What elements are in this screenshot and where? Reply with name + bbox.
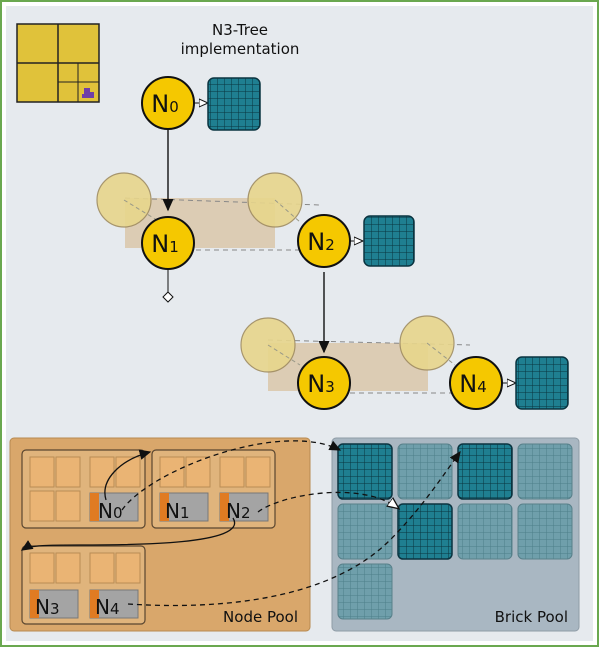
brick-n0 bbox=[207, 77, 261, 131]
tree-node-n2-label: N bbox=[307, 228, 325, 256]
tree-node-n0-label: N bbox=[151, 90, 169, 118]
tree-node-n4: N4 bbox=[449, 356, 503, 410]
node-tile-group-1 bbox=[151, 449, 276, 529]
title-line-1: N3-Tree bbox=[212, 21, 268, 39]
brick-pool-label: Brick Pool bbox=[495, 608, 568, 626]
tree-node-n2: N2 bbox=[297, 214, 351, 268]
tree-node-n3-sub: 3 bbox=[325, 378, 335, 396]
tree-node-n3-label: N bbox=[307, 370, 325, 398]
level2-band bbox=[240, 315, 471, 394]
svg-text:N2: N2 bbox=[307, 228, 335, 256]
pool-node-n3: N3 bbox=[35, 595, 60, 619]
node-pool-label: Node Pool bbox=[223, 608, 298, 626]
node-pool: N0 N1 N2 N3 N4 Node P bbox=[9, 437, 311, 632]
svg-text:N3: N3 bbox=[307, 370, 335, 398]
pool-node-n0: N0 bbox=[98, 499, 123, 523]
tree-node-n4-sub: 4 bbox=[477, 378, 487, 396]
null-pointer-diamond bbox=[162, 291, 174, 303]
tree-node-n1-sub: 1 bbox=[169, 238, 179, 256]
pool-node-n4: N4 bbox=[95, 595, 120, 619]
svg-text:N0: N0 bbox=[151, 90, 179, 118]
node-tile-group-0 bbox=[21, 449, 146, 529]
pool-node-n1: N1 bbox=[165, 499, 190, 523]
quadtree-icon bbox=[16, 23, 100, 103]
brick-n4 bbox=[515, 356, 569, 410]
title-line-2: implementation bbox=[181, 40, 300, 58]
pool-node-n2: N2 bbox=[226, 499, 251, 523]
tree-node-n1: N1 bbox=[141, 216, 195, 270]
svg-text:N4: N4 bbox=[459, 370, 487, 398]
tree-node-n0-sub: 0 bbox=[169, 98, 179, 116]
pool-pointers bbox=[20, 440, 461, 607]
svg-text:N1: N1 bbox=[151, 230, 179, 258]
tree-node-n4-label: N bbox=[459, 370, 477, 398]
tree-node-n2-sub: 2 bbox=[325, 236, 335, 254]
tree-node-n3: N3 bbox=[297, 356, 351, 410]
brick-n2 bbox=[363, 215, 415, 267]
tree-node-n0: N0 bbox=[141, 76, 195, 130]
tree-node-n1-label: N bbox=[151, 230, 169, 258]
node-tile-group-2 bbox=[21, 545, 146, 625]
brick-pool: Brick Pool bbox=[331, 437, 580, 632]
